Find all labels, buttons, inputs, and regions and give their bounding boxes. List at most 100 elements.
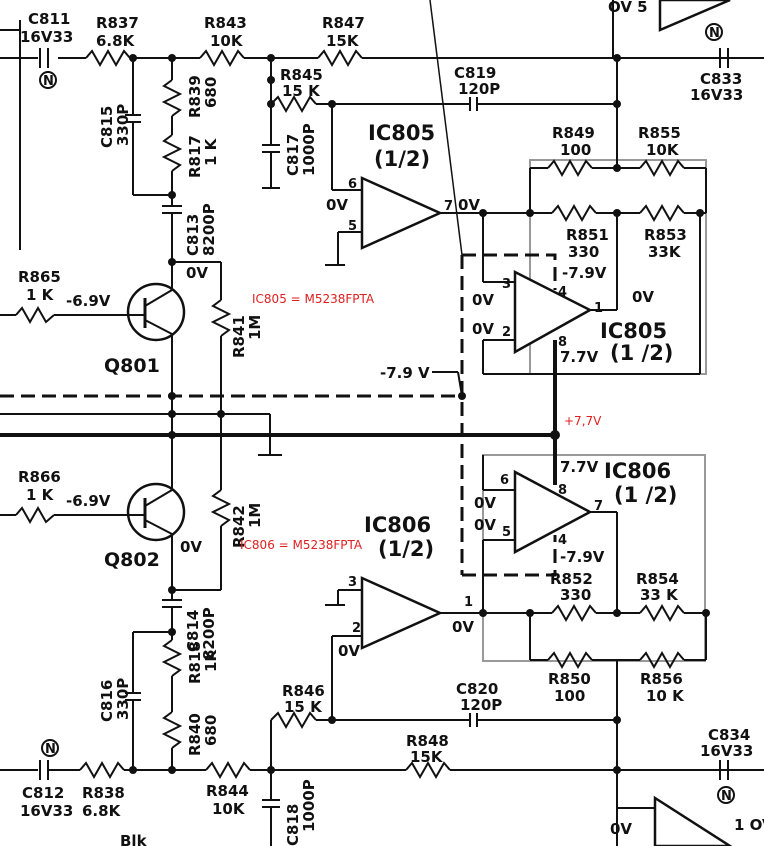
ic805-b-opamp (513, 269, 593, 355)
ic805-part-annotation: IC805 = M5238FPTA (252, 292, 375, 306)
node-mark-n: N (43, 74, 54, 89)
r844-value: 10K (212, 800, 246, 818)
voltage-label: 0V (610, 820, 632, 838)
r817-ref: R817 (186, 135, 204, 178)
r843-ref: R843 (204, 14, 247, 32)
ic806-b-pin8: 8 (558, 483, 567, 498)
r851-value: 330 (568, 243, 599, 261)
r840-ref: R840 (186, 713, 204, 756)
ic805-a-pin5: 5 (348, 219, 357, 234)
voltage-label: -6.9V (66, 292, 111, 310)
r866-value: 1 K (26, 486, 55, 504)
r853-ref: R853 (644, 226, 687, 244)
top-rail-wires (0, 20, 764, 250)
ic806-b-part: (1 /2) (614, 483, 677, 507)
c833-value: 16V33 (690, 86, 743, 104)
r846-value: 15 K (284, 698, 323, 716)
voltage-label: 0V (186, 264, 208, 282)
voltage-label: 0V (338, 642, 360, 660)
ic806-part-annotation: IC806 = M5238FPTA (240, 538, 363, 552)
r844-ref: R844 (206, 782, 249, 800)
node-marks: N N N N (39, 23, 735, 804)
c817-value: 1000P (300, 123, 318, 176)
ic806-b-pin6: 6 (500, 473, 509, 488)
r856-value: 10 K (646, 687, 685, 705)
r846-ref: R846 (282, 682, 325, 700)
voltage-label: 0V (632, 288, 654, 306)
voltage-label: 0V (472, 291, 494, 309)
q802-label: Q802 (104, 549, 160, 571)
supply-annotation: +7,7V (564, 414, 602, 428)
ic805-b-pin1: 1 (594, 301, 603, 316)
r848-value: 15K (410, 748, 444, 766)
voltage-label: -6.9V (66, 492, 111, 510)
r845-ref: R845 (280, 66, 323, 84)
r852-ref: R852 (550, 570, 593, 588)
q802-transistor (0, 482, 232, 591)
ic806-a-pin1: 1 (464, 595, 473, 610)
c820-ref: C820 (456, 680, 498, 698)
ic805-a-pin6: 6 (348, 177, 357, 192)
r845-value: 15 K (282, 82, 321, 100)
c820-value: 120P (460, 696, 502, 714)
c815-value: 330P (114, 104, 132, 146)
r841-ref: R841 (230, 315, 248, 358)
ic805-b-ref: IC805 (600, 319, 667, 343)
c819-value: 120P (458, 80, 500, 98)
voltage-label: 0V (474, 494, 496, 512)
voltage-label: 7.7V (560, 348, 599, 366)
ic805-b-part: (1 /2) (610, 341, 673, 365)
c813-ref: C813 (184, 214, 202, 256)
r842-value: 1M (246, 503, 264, 528)
c812-ref: C812 (22, 784, 64, 802)
c817-ref: C817 (284, 134, 302, 176)
ic806-a-ref: IC806 (364, 513, 431, 537)
r841-value: 1M (246, 315, 264, 340)
top-right-opamp-fragment (658, 0, 731, 32)
negative-supply-dashed (0, 253, 557, 577)
c811-value: 16V33 (20, 28, 73, 46)
voltage-label: 0V (458, 196, 480, 214)
c819-ref: C819 (454, 64, 496, 82)
r839-ref: R839 (186, 75, 204, 118)
r865-value: 1 K (26, 286, 55, 304)
ic806-b-opamp (513, 469, 593, 555)
r840-value: 680 (202, 715, 220, 746)
bottom-left-network (125, 599, 183, 770)
c816-value: 330P (114, 678, 132, 720)
voltage-label: 0V (472, 320, 494, 338)
ic806-b-pin4: 4 (558, 533, 567, 548)
q801-transistor (0, 280, 186, 600)
c814-value: 8200P (200, 607, 218, 660)
c816-ref: C816 (98, 680, 116, 722)
bottom-right-opamp-fragment (653, 795, 733, 846)
ic805-a-part: (1/2) (374, 147, 430, 171)
ic806-a-pin2: 2 (352, 621, 361, 636)
r850-ref: R850 (548, 670, 591, 688)
r818-value: 1K (202, 649, 220, 672)
voltage-label: 0V (452, 618, 474, 636)
c811-ref: C811 (28, 10, 70, 28)
ic806-a-part: (1/2) (378, 537, 434, 561)
ic805-a-pin7: 7 (444, 199, 453, 214)
ic806-a-pin3: 3 (348, 575, 357, 590)
c813-value: 8200P (200, 203, 218, 256)
top-right-network (482, 0, 729, 375)
r847-ref: R847 (322, 14, 365, 32)
ic805-b-pin2: 2 (502, 325, 511, 340)
q801-label: Q801 (104, 355, 160, 377)
positive-supply-bold (0, 340, 557, 485)
junction-dots (129, 54, 710, 774)
ic806-b-ref: IC806 (604, 459, 671, 483)
c812-value: 16V33 (20, 802, 73, 820)
r843-value: 10K (210, 32, 244, 50)
r817-value: 1 K (202, 137, 220, 166)
r848-ref: R848 (406, 732, 449, 750)
top-right-fragment: OV 5 (608, 0, 648, 16)
r865-ref: R865 (18, 268, 61, 286)
r842-ref: R842 (230, 505, 248, 548)
ic806-a-opamp (360, 576, 444, 650)
r837-value: 6.8K (96, 32, 136, 50)
